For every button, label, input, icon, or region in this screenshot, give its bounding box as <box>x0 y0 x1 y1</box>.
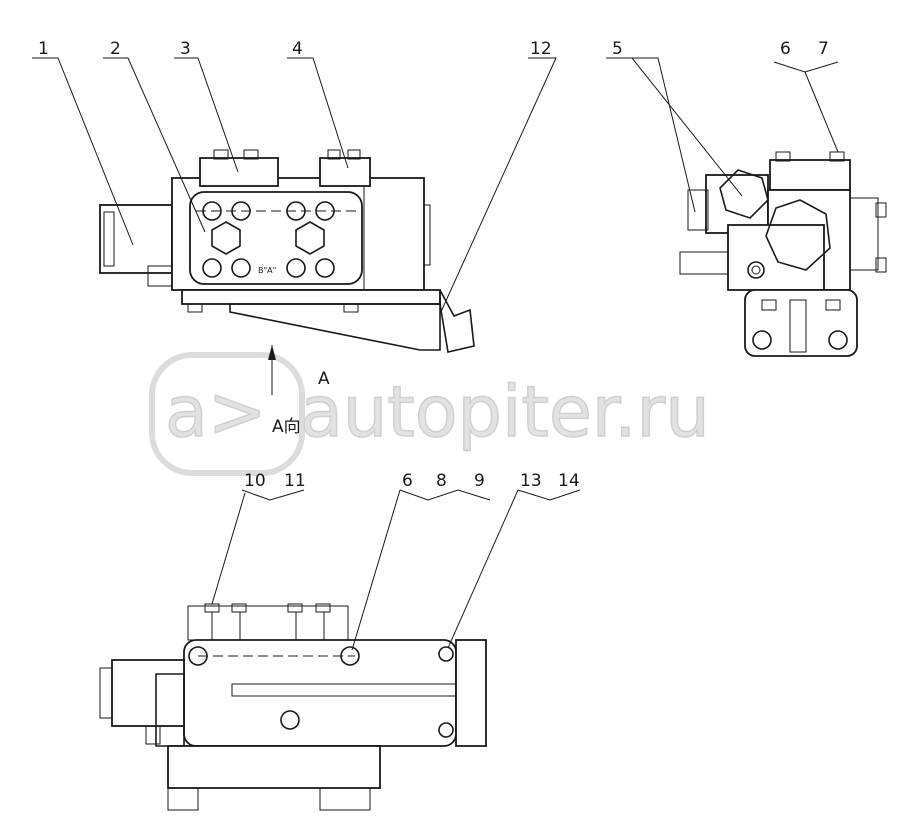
side-view <box>606 57 887 357</box>
callout-1: 1 <box>38 39 49 59</box>
bottom-view <box>99 489 581 811</box>
callout-11: 11 <box>284 471 306 491</box>
callout-5: 5 <box>612 39 623 59</box>
section-mark: B"A" <box>258 266 276 275</box>
watermark: a> autopiter.ru <box>149 352 710 476</box>
view-direction-label: A向 <box>272 417 301 437</box>
callout-2: 2 <box>110 39 121 59</box>
callout-9: 9 <box>474 471 485 491</box>
view-arrow-label: A <box>318 369 330 389</box>
side-hex-nut-large <box>765 199 831 271</box>
hex-nut-left <box>211 221 241 255</box>
watermark-logo-badge <box>149 352 305 476</box>
callout-12: 12 <box>530 39 552 59</box>
callout-14: 14 <box>558 471 580 491</box>
callout-13: 13 <box>520 471 542 491</box>
callout-6-top: 6 <box>780 39 791 59</box>
callout-3: 3 <box>180 39 191 59</box>
callout-8: 8 <box>436 471 447 491</box>
view-arrow <box>268 345 276 395</box>
callout-10: 10 <box>244 471 266 491</box>
hex-nut-right <box>295 221 325 255</box>
callout-4: 4 <box>292 39 303 59</box>
front-view: B"A" <box>32 57 557 353</box>
front-bolts <box>202 201 335 278</box>
callout-6-bottom: 6 <box>402 471 413 491</box>
watermark-logo-glyph: a> <box>165 371 267 453</box>
callout-7: 7 <box>818 39 829 59</box>
watermark-text: autopiter.ru <box>300 371 710 453</box>
side-hex-nut-small <box>719 169 769 219</box>
